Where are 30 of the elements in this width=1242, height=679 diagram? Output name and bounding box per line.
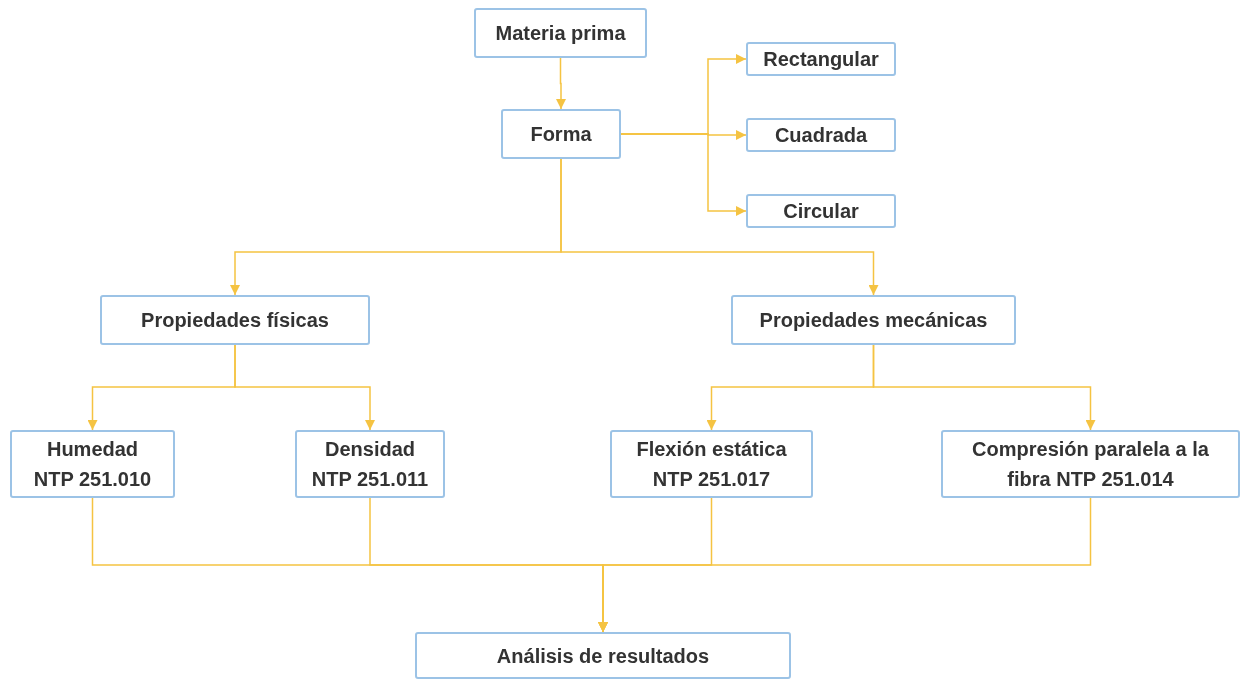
process-box xyxy=(746,194,896,228)
process-box xyxy=(731,295,1016,345)
process-box xyxy=(501,109,621,159)
process-box xyxy=(295,430,445,498)
process-box xyxy=(610,430,813,498)
arrow xyxy=(872,344,1096,431)
arrow xyxy=(234,344,375,431)
arrow xyxy=(620,133,747,216)
process-box xyxy=(10,430,175,498)
process-box xyxy=(415,632,791,679)
box-label: Flexión estática NTP 251.017 xyxy=(635,437,788,492)
box-label: Propiedades físicas xyxy=(141,308,329,333)
box-label: Circular xyxy=(783,199,859,224)
box-label: Forma xyxy=(530,122,592,147)
box-label: Compresión paralela a la fibra NTP 251.014 xyxy=(971,437,1210,492)
arrow xyxy=(598,497,1092,633)
process-box xyxy=(746,42,896,76)
arrow xyxy=(560,158,879,296)
box-label: Humedad NTP 251.010 xyxy=(32,437,153,492)
arrow xyxy=(556,57,566,110)
box-label: Propiedades mecánicas xyxy=(759,308,988,333)
process-box xyxy=(941,430,1240,498)
box-label: Materia prima xyxy=(495,21,626,46)
box-label: Cuadrada xyxy=(774,123,868,148)
box-label: Densidad NTP 251.011 xyxy=(310,437,430,492)
box-label: Rectangular xyxy=(763,47,879,72)
box-label: Análisis de resultados xyxy=(496,643,710,669)
process-box xyxy=(474,8,647,58)
process-box xyxy=(746,118,896,152)
process-box xyxy=(100,295,370,345)
